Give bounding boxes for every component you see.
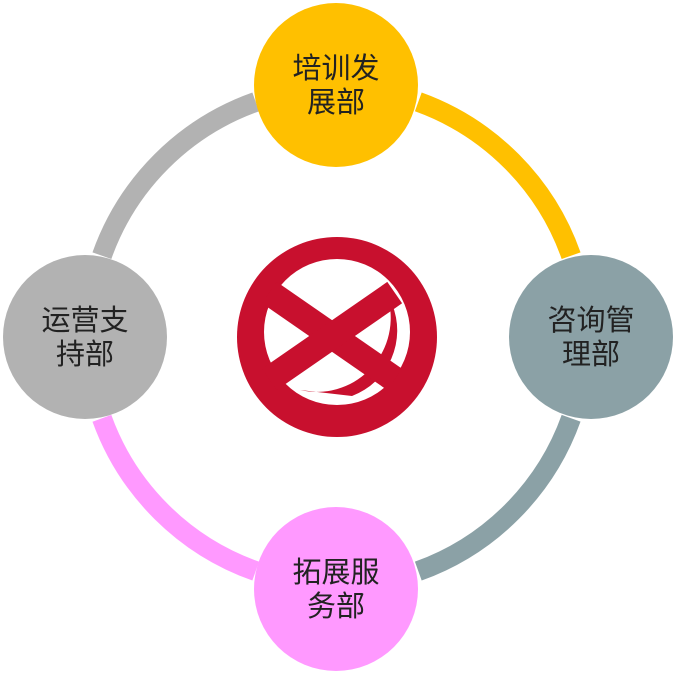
x-circle-logo-icon [237, 237, 437, 437]
node-label-consulting-management: 咨询管理部 [547, 303, 635, 371]
arc-top-left [92, 92, 260, 260]
arc-bottom-right [414, 414, 581, 581]
arc-bottom-left [92, 414, 260, 581]
arc-top-right [414, 92, 581, 260]
node-expansion-services: 拓展服务部 [254, 507, 418, 671]
node-label-expansion-services: 拓展服务部 [292, 555, 380, 623]
node-consulting-management: 咨询管理部 [509, 255, 673, 419]
node-training-development: 培训发展部 [254, 3, 418, 167]
node-operations-support: 运营支持部 [3, 255, 167, 419]
node-label-operations-support: 运营支持部 [41, 303, 129, 371]
node-label-training-development: 培训发展部 [292, 51, 380, 119]
